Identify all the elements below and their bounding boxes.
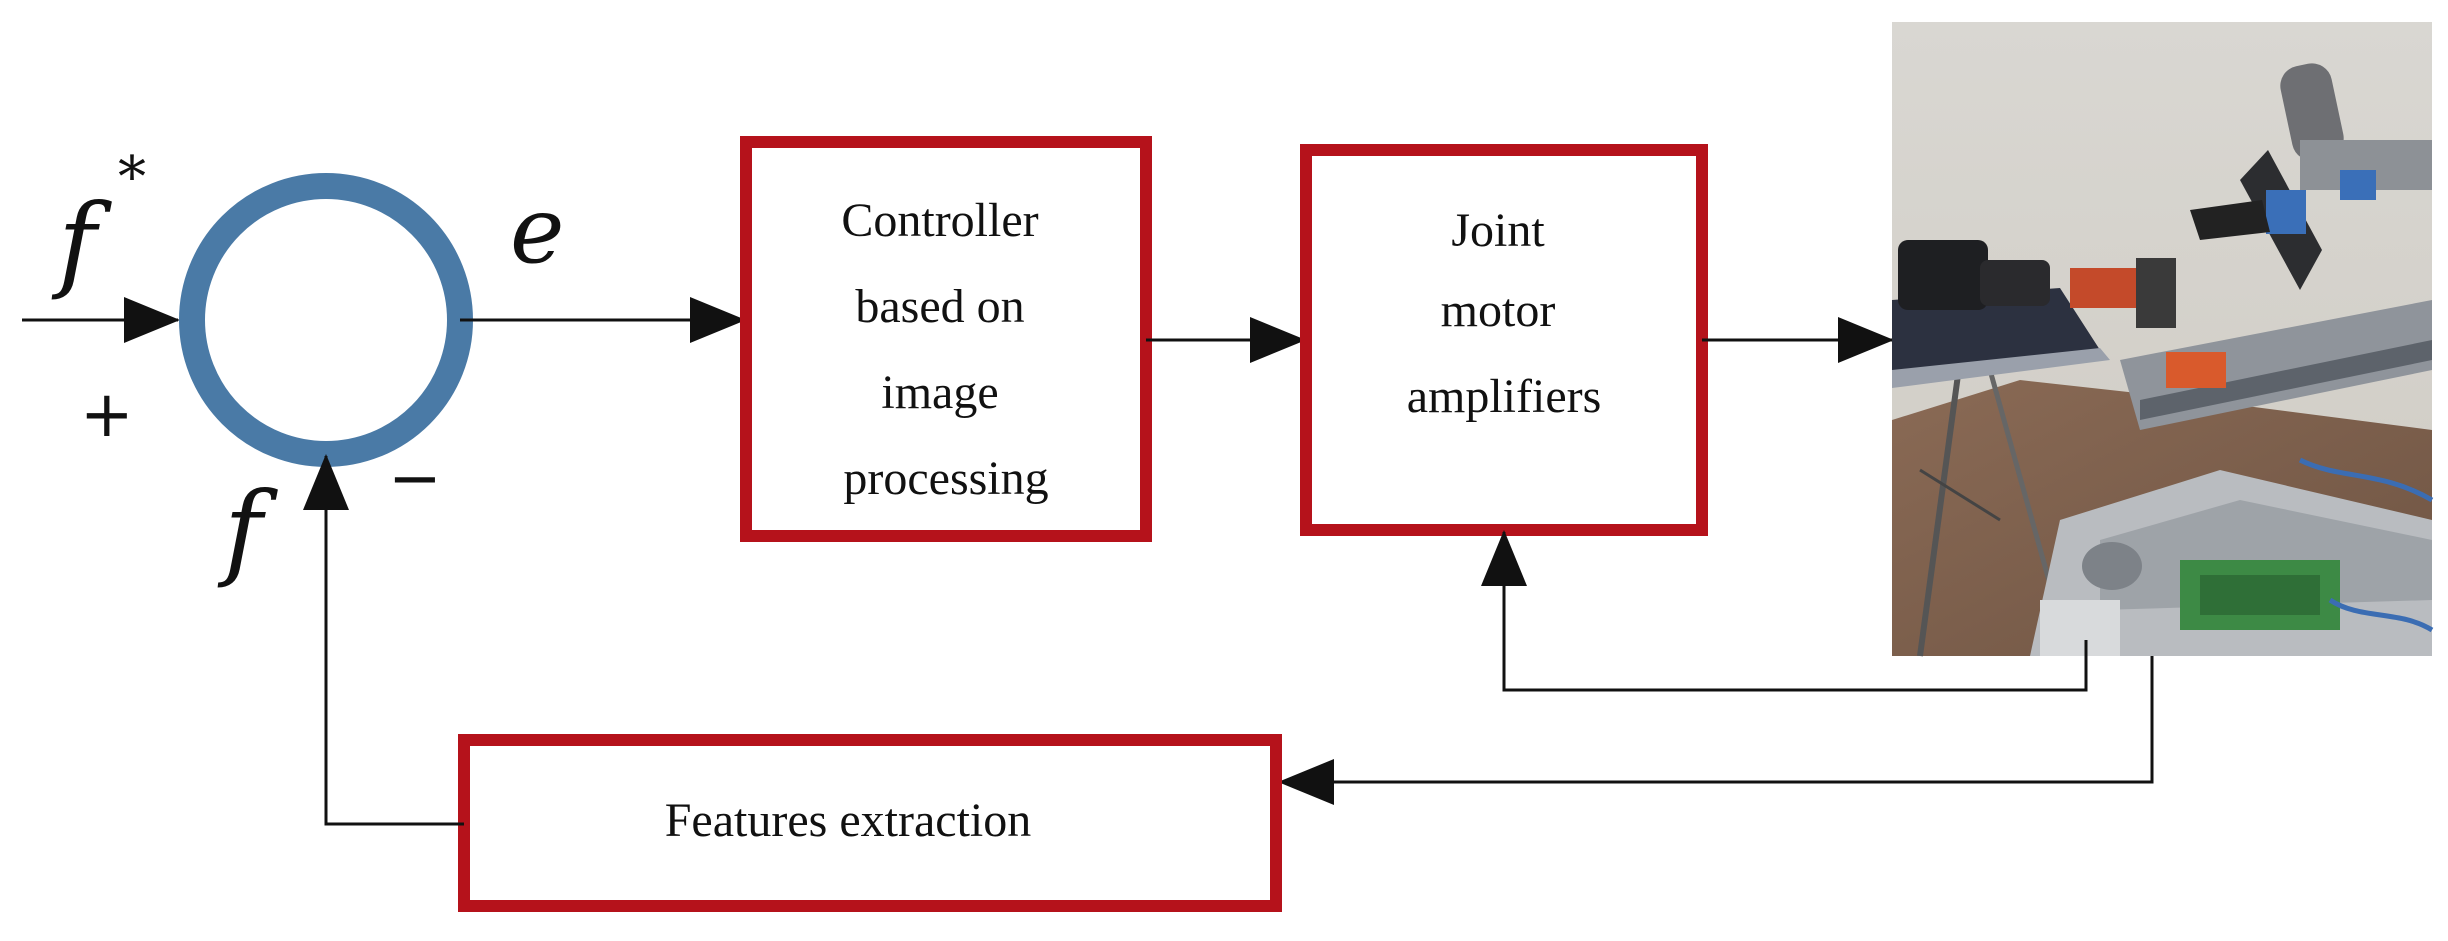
summing-junction [179,173,473,467]
plus-sign: + [80,378,134,452]
reference-superscript: * [118,145,146,210]
robot-photo [1892,22,2434,657]
inner-feedback-line [1481,530,2088,692]
error-symbol: e [510,177,564,284]
minus-sign: − [388,442,442,516]
amplifiers-block-label: Joint motor amplifiers [1407,204,1602,423]
features-extraction-label: Features extraction [665,794,1032,847]
feature-feedback-line [303,454,464,826]
reference-symbol: f [51,181,112,303]
controller-block-label: Controller based on image processing [841,194,1050,505]
outer-feedback-line [1278,656,2154,805]
feedback-symbol: f [217,469,278,591]
